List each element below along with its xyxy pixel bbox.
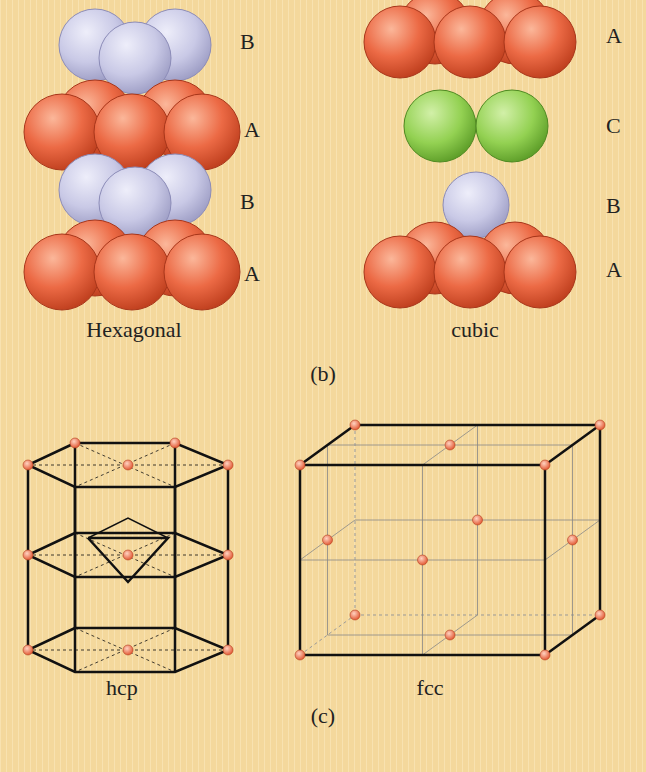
layer-letter: A (606, 258, 622, 282)
part-label: (c) (311, 704, 335, 728)
layer-letter: B (606, 194, 621, 218)
lattice-point (445, 440, 455, 450)
lattice-point (350, 610, 360, 620)
lattice-point (418, 555, 428, 565)
atom-sphere (364, 6, 436, 78)
cube-edge (545, 425, 600, 465)
hcp-lattice (23, 438, 233, 672)
lattice-point (170, 438, 180, 448)
layer-letter: A (606, 24, 622, 48)
layer-letter: C (606, 114, 621, 138)
b-layer-triangle (88, 538, 168, 582)
atom-sphere (504, 6, 576, 78)
lattice-point (445, 630, 455, 640)
lattice-point (595, 420, 605, 430)
cube-edge (300, 425, 355, 465)
atom-sphere (434, 6, 506, 78)
atom-sphere (504, 236, 576, 308)
lattice-caption: hcp (106, 676, 138, 700)
lattice-point (350, 420, 360, 430)
face-line (300, 520, 355, 560)
lattice-point (223, 460, 233, 470)
cube-edge (544, 465, 547, 655)
lattice-point (23, 460, 33, 470)
hex-plane (28, 533, 228, 577)
lattice-caption: fcc (417, 676, 444, 700)
atom-sphere (364, 236, 436, 308)
lattice-point (70, 438, 80, 448)
hex-plane (28, 628, 228, 672)
packing-caption: Hexagonal (86, 318, 181, 342)
layer-letter: B (240, 30, 255, 54)
fcc-lattice (295, 420, 605, 660)
hex-edge (174, 487, 177, 672)
lattice-point (323, 535, 333, 545)
lattice-point (123, 550, 133, 560)
lattice-point (223, 550, 233, 560)
atom-sphere (434, 236, 506, 308)
cube-edge (599, 425, 602, 615)
atom-sphere (476, 90, 548, 162)
lattice-point (123, 460, 133, 470)
lattice-point (595, 610, 605, 620)
part-label: (b) (310, 362, 336, 386)
lattice-point (223, 645, 233, 655)
face-line (545, 520, 600, 560)
layer-letter: A (244, 262, 260, 286)
cube-edge (300, 654, 545, 657)
cube-edge (355, 424, 600, 427)
lattice-point (473, 515, 483, 525)
cube-edge (300, 464, 545, 467)
lattice-point (23, 645, 33, 655)
atom-sphere (24, 234, 100, 310)
lattice-point (123, 645, 133, 655)
lattice-point (540, 650, 550, 660)
lattice-point (295, 460, 305, 470)
layer-letter: B (240, 190, 255, 214)
atom-sphere (94, 234, 170, 310)
lattice-point (23, 550, 33, 560)
layer-letter: A (244, 118, 260, 142)
b-layer-triangle (88, 518, 168, 538)
sphere-layers (24, 0, 576, 310)
atom-sphere (404, 90, 476, 162)
atom-sphere (164, 234, 240, 310)
lattice-point (295, 650, 305, 660)
cube-edge (299, 465, 302, 655)
hex-edge (74, 487, 77, 672)
cube-edge (545, 615, 600, 655)
lattice-point (540, 460, 550, 470)
packing-caption: cubic (451, 318, 499, 342)
lattice-point (568, 535, 578, 545)
hex-plane (28, 443, 228, 487)
